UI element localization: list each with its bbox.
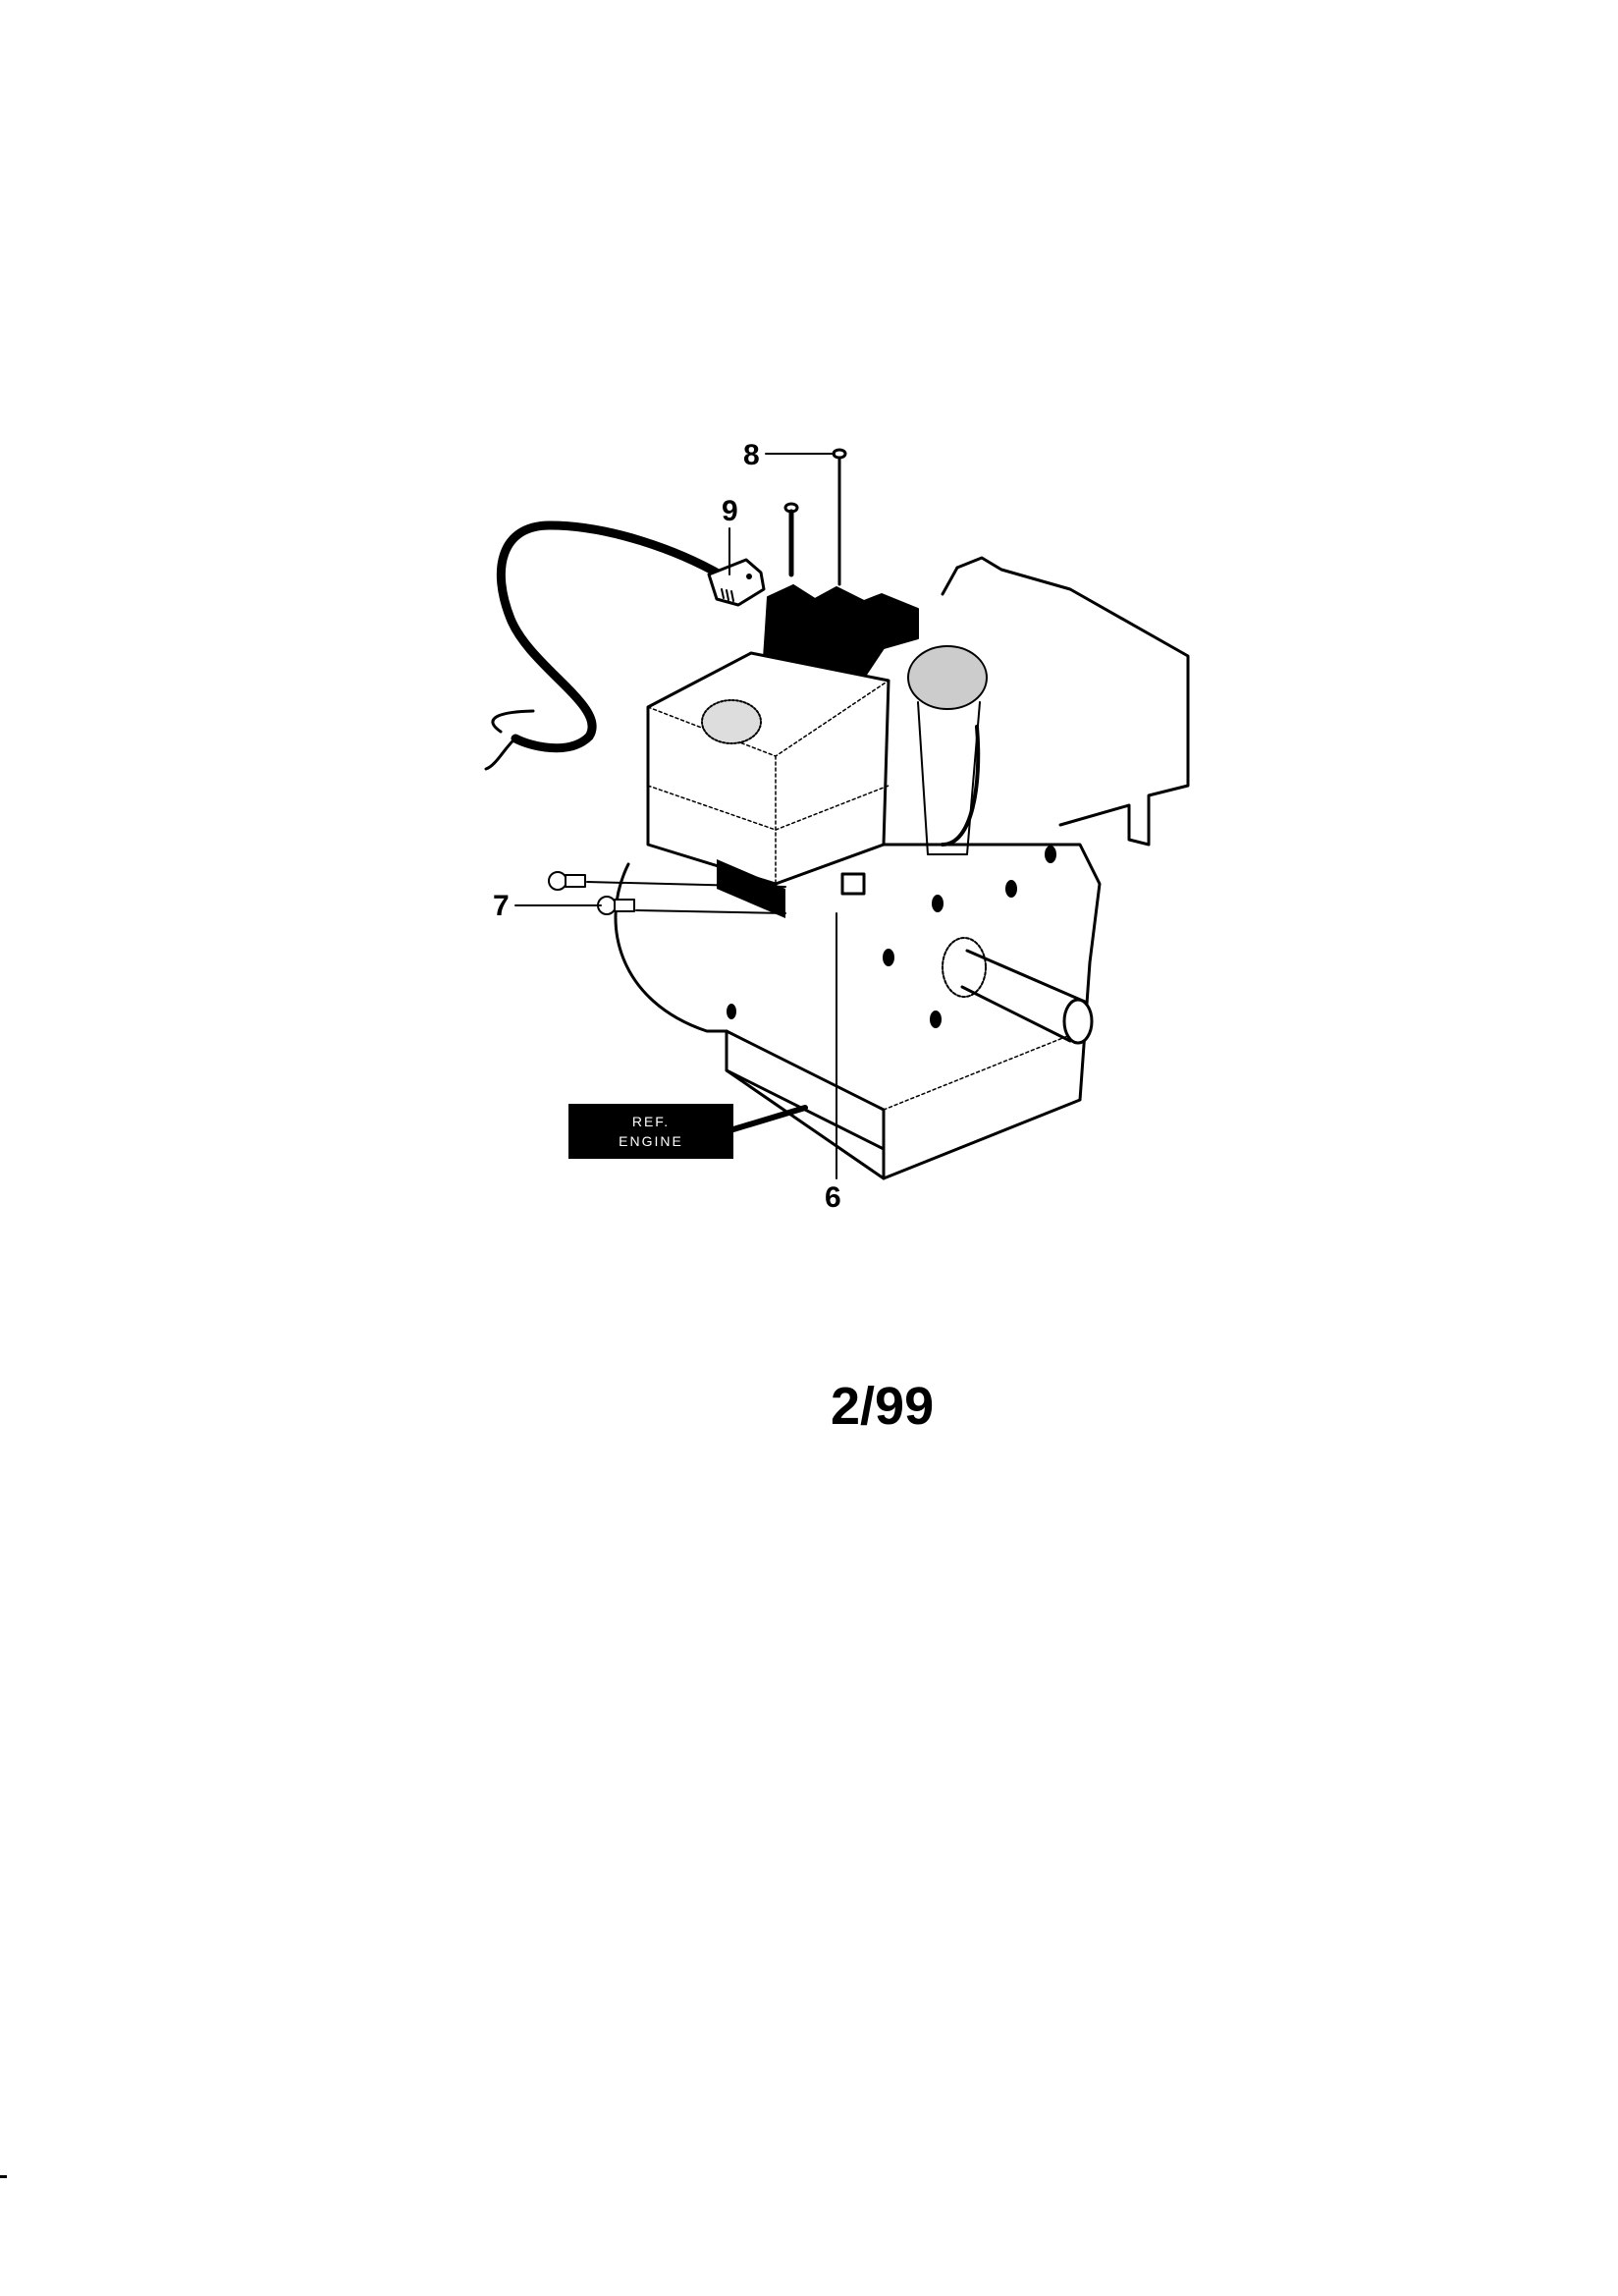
hex-bolts [548,871,786,915]
callout-6: 6 [825,1181,841,1214]
scan-edge-mark [0,2175,7,2178]
callout-8: 8 [743,439,760,471]
power-cord [484,520,727,771]
revision-date: 2/99 [831,1377,935,1436]
engine-body [614,556,1190,1180]
ref-label-line1: REF. [631,1114,671,1129]
callout-7: 7 [493,890,510,922]
electric-starter [717,859,866,918]
starter-screws [783,448,847,586]
ref-engine-label: REF. ENGINE [568,1104,733,1159]
ref-label-line2: ENGINE [619,1133,683,1149]
callout-9: 9 [722,495,738,527]
power-cord-plug [707,558,766,607]
callout-leaders [514,453,837,1179]
